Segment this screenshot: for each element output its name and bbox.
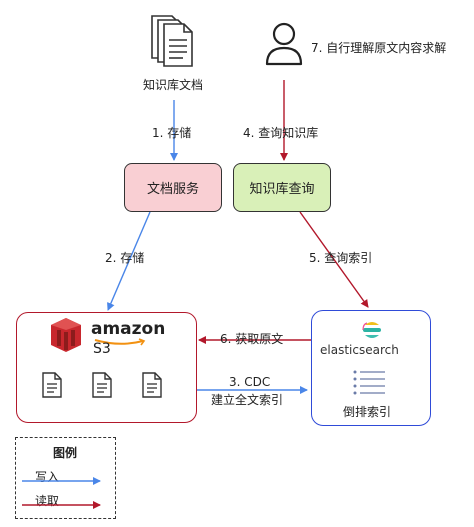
legend-write-arrow [22,477,101,485]
step-4-label: 4. 查询知识库 [243,126,319,140]
arrow-store-2 [107,211,151,311]
elasticsearch-container: elasticsearch 倒排索引 [311,310,431,426]
elasticsearch-logo-icon [362,322,381,338]
step-1-label: 1. 存储 [152,126,192,140]
s3-logo-icon [51,318,81,352]
file-icon [142,372,162,398]
documents-icon [151,15,193,67]
step-3-label-line2: 建立全文索引 [211,393,284,407]
amazon-smile-icon [94,338,146,346]
step-7-label: 7. 自行理解原文内容求解 [311,41,447,55]
arrow-query-index [299,211,369,308]
s3-container: amazon S3 [16,312,197,423]
legend-read-arrow [22,501,101,509]
index-list-icon [353,370,385,395]
doc-service-label: 文档服务 [146,182,199,197]
elasticsearch-logo-text: elasticsearch [320,343,399,357]
kb-documents-label: 知识库文档 [143,78,204,92]
amazon-logo-text: amazon [91,319,166,339]
user-icon [265,22,303,66]
file-icon [92,372,112,398]
s3-label: S3 [93,341,111,357]
step-3-label-line1: 3. CDC [229,375,271,389]
step-2-label: 2. 存储 [105,251,145,265]
step-5-label: 5. 查询索引 [309,251,373,265]
inverted-index-label: 倒排索引 [343,405,392,419]
doc-service-box: 文档服务 [124,163,222,212]
legend-box: 图例 写入 读取 [15,437,116,519]
legend-title: 图例 [53,446,78,460]
file-icon [42,372,62,398]
kb-query-label: 知识库查询 [249,182,315,197]
kb-query-box: 知识库查询 [233,163,331,212]
step-6-label: 6. 获取原文 [220,332,284,346]
